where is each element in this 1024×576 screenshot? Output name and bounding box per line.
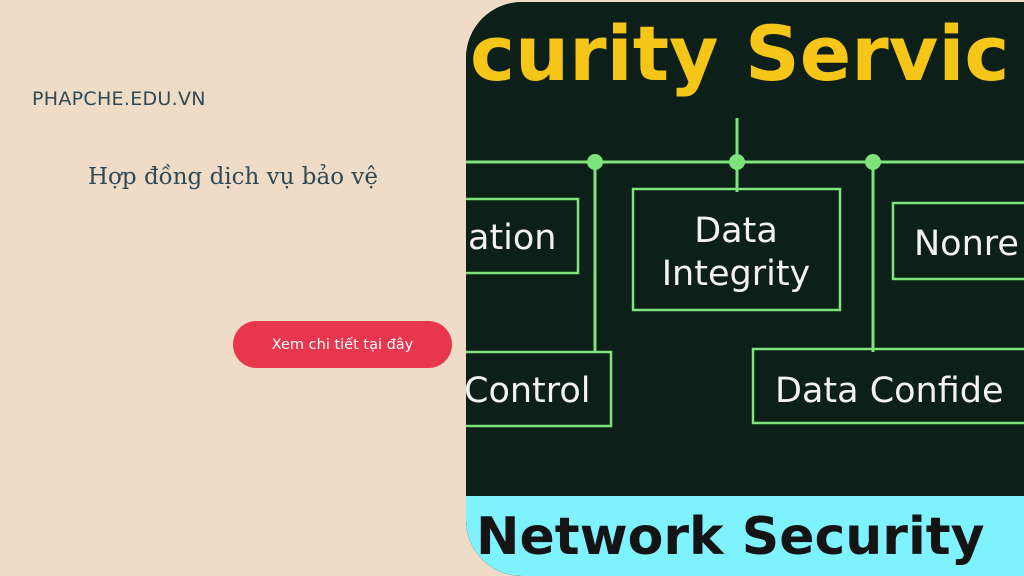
article-title[interactable]: Hợp đồng dịch vụ bảo vệ: [88, 164, 378, 190]
diagram-background: [466, 2, 1024, 576]
access-control-box: [466, 350, 613, 428]
data-confidentiality-box: [751, 347, 1024, 425]
connector-dot: [729, 154, 745, 170]
diagram-heading: curity Servic: [470, 9, 1009, 98]
network-security-banner-text: Network Security: [476, 507, 985, 567]
connector-dot: [587, 154, 603, 170]
authentication-box: [466, 197, 580, 275]
authentication-label: ation: [468, 218, 557, 258]
data-integrity-label-line1: Data: [694, 211, 778, 251]
connector-lines: [466, 118, 1024, 352]
nonrepudiation-label: Nonre: [914, 224, 1019, 264]
service-boxes: [466, 187, 1024, 428]
connector-dot: [865, 154, 881, 170]
hero-image: curity Servic ation Data Integrity No: [466, 2, 1024, 576]
nonrepudiation-box: [891, 201, 1024, 281]
access-control-label: Control: [466, 371, 591, 411]
data-integrity-label-line2: Integrity: [662, 254, 811, 294]
data-integrity-box: [631, 187, 842, 312]
view-details-button[interactable]: Xem chi tiết tại đây: [233, 321, 452, 368]
site-name: PHAPCHE.EDU.VN: [32, 88, 206, 110]
network-security-banner: [466, 496, 1024, 576]
connector-dots: [587, 154, 881, 170]
data-confidentiality-label: Data Confide: [775, 371, 1004, 411]
security-services-diagram: curity Servic ation Data Integrity No: [466, 2, 1024, 576]
